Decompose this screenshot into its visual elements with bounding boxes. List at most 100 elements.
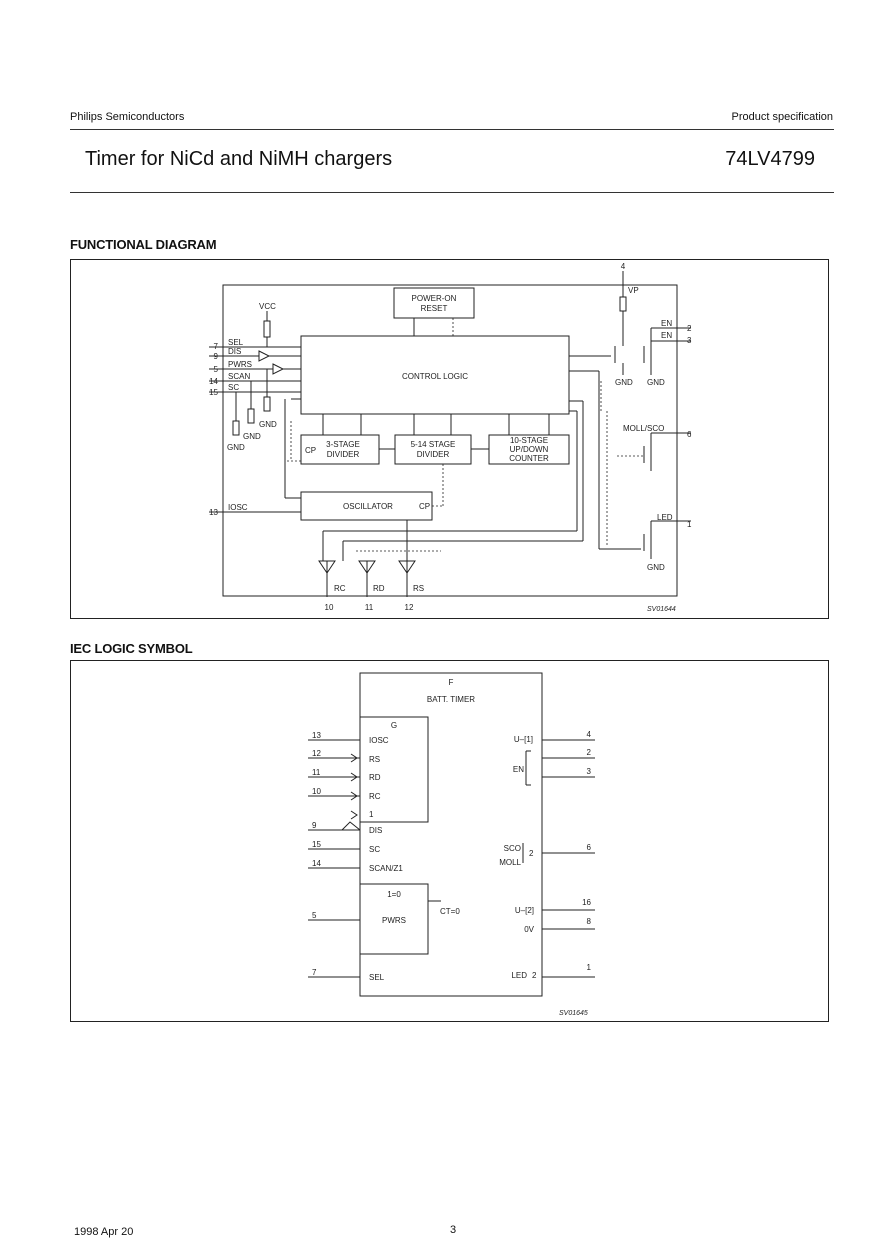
pin-number: 12 [405,603,414,612]
iec-output-label: SCO [504,844,521,853]
iec-output-label: 0V [524,925,534,934]
div3-label-1: 3-STAGE [326,440,360,449]
iec-pin: 5 [312,911,317,920]
iec-two-mark: 2 [532,971,537,980]
iec-pin: 6 [587,843,592,852]
iec-output-label: LED [511,971,527,980]
rc-label: RC [334,584,346,593]
iec-input-label: IOSC [369,736,389,745]
power-on-reset-block [393,287,475,319]
company-name: Philips Semiconductors [70,111,185,123]
iec-ct-label: CT=0 [440,907,460,916]
footer-date: 1998 Apr 20 [74,1226,134,1238]
iec-sel-label: SEL [369,973,385,982]
iec-sub-top: 1=0 [387,890,401,899]
div5-label-2: DIVIDER [417,450,450,459]
por-label-2: RESET [421,304,448,313]
iec-pwrs-label: PWRS [382,916,406,925]
part-number: 74LV4799 [725,148,815,170]
document-type: Product specification [731,111,834,123]
iec-g-label: G [391,721,397,730]
pin-number: 11 [365,603,374,612]
gnd-label: GND [227,443,245,452]
moll-sco-label: MOLL/SCO [623,424,664,433]
iec-pin: 1 [587,963,592,972]
pin-number: 5 [214,365,219,374]
functional-diagram: POWER-ON RESET CONTROL LOGIC CP 3-STAGE … [209,262,692,613]
div5-label-1: 5-14 STAGE [411,440,456,449]
gnd-label: GND [647,378,665,387]
rs-label: RS [413,584,424,593]
pin-number: 3 [687,336,692,345]
iec-sub-block [359,883,429,955]
pin-number: 2 [687,324,692,333]
iec-pin: 9 [312,821,317,830]
pin-number: 14 [209,377,218,386]
iec-f-label: F [449,678,454,687]
pin-number: 13 [209,508,218,517]
iec-pin: 8 [587,917,592,926]
rd-label: RD [373,584,385,593]
iec-pin: 10 [312,787,321,796]
ic-outline [222,284,678,597]
pin-number: 4 [621,262,626,271]
iec-main-block [359,672,543,997]
oscillator-label: OSCILLATOR [343,502,393,511]
sc-label: SC [228,383,239,392]
iec-pin: 15 [312,840,321,849]
div3-label-2: DIVIDER [327,450,360,459]
iec-output-label: EN [513,765,524,774]
gnd-label: GND [647,563,665,572]
iec-input-label: DIS [369,826,382,835]
pin-number: 10 [325,603,334,612]
iosc-label: IOSC [228,503,248,512]
oscillator-cp-label: CP [419,502,430,511]
gnd-label: GND [259,420,277,429]
dis-label: DIS [228,347,241,356]
iec-pin: 12 [312,749,321,758]
por-label-1: POWER-ON [412,294,457,303]
vcc-label: VCC [259,302,276,311]
gnd-label: GND [243,432,261,441]
iec-pin: 7 [312,968,317,977]
header-rule [70,129,834,130]
pin-number: 9 [214,352,219,361]
section-functional-diagram: FUNCTIONAL DIAGRAM [70,237,217,252]
iec-input-label: SC [369,845,380,854]
iec-block-title: BATT. TIMER [427,695,475,704]
pin-number: 15 [209,388,218,397]
vp-label: VP [628,286,639,295]
iec-input-label: SCAN/Z1 [369,864,403,873]
pin-number: 6 [687,430,692,439]
iec-pin: 13 [312,731,321,740]
control-logic-label: CONTROL LOGIC [402,372,468,381]
page-number: 3 [450,1224,457,1236]
div3-cp-label: CP [305,446,316,455]
document-title: Timer for NiCd and NiMH chargers [85,148,393,170]
iec-symbol-frame: F BATT. TIMER G IOSC RS RD RC 1 DIS SC S… [70,660,829,1022]
iec-output-label: U–[1] [514,735,533,744]
iec-g-block [359,716,429,823]
iec-pin: 16 [582,898,591,907]
en-bar-label: EN [661,331,672,340]
iec-pin: 4 [587,730,592,739]
iec-input-label: RS [369,755,380,764]
iec-output-label: U–[2] [515,906,534,915]
section-iec-logic-symbol: IEC LOGIC SYMBOL [70,641,193,656]
control-logic-block [300,335,570,415]
iec-two-mark: 2 [529,849,534,858]
iec-input-label: RD [369,773,381,782]
iec-pin: 3 [587,767,592,776]
figure-code: SV01644 [647,606,676,613]
iec-one-label: 1 [369,810,374,819]
functional-diagram-frame: POWER-ON RESET CONTROL LOGIC CP 3-STAGE … [70,259,829,619]
pin-number: 1 [687,520,692,529]
pin-number: 7 [214,342,219,351]
iec-output-label: MOLL [499,858,521,867]
iec-pin: 14 [312,859,321,868]
title-rule [70,192,834,193]
iec-pin: 11 [312,768,321,777]
iec-logic-symbol: F BATT. TIMER G IOSC RS RD RC 1 DIS SC S… [308,672,595,1017]
scan-label: SCAN [228,372,250,381]
gnd-label: GND [615,378,633,387]
